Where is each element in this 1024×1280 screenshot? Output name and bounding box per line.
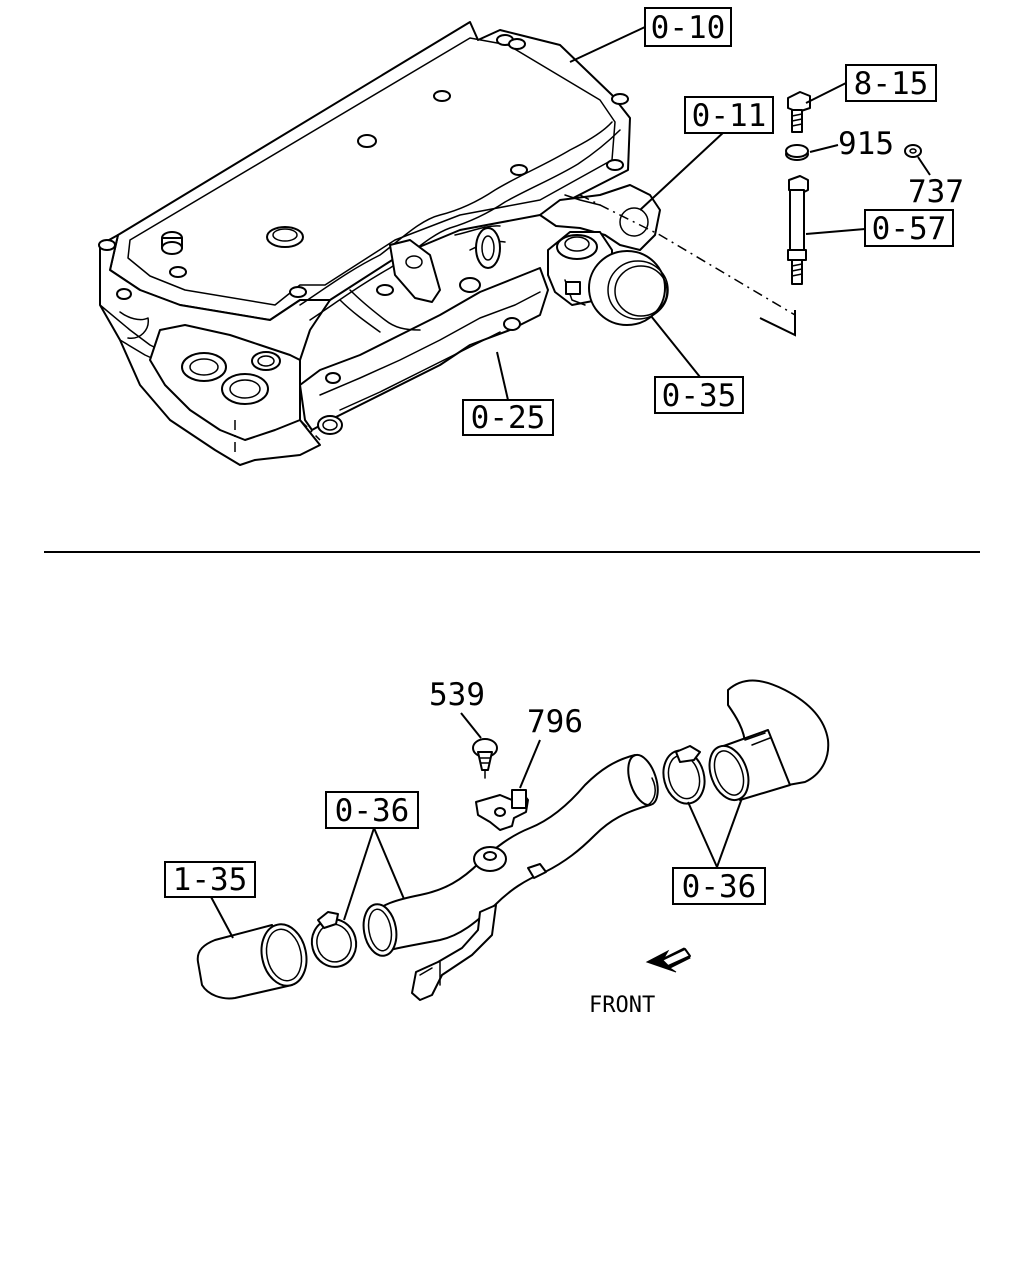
callout-0-11: 0-11 — [684, 96, 774, 134]
callout-0-57: 0-57 — [864, 209, 954, 247]
callout-8-15: 8-15 — [845, 64, 937, 102]
callout-796: 796 — [527, 704, 583, 740]
screw-539 — [472, 738, 498, 779]
svg-text:0-10: 0-10 — [651, 10, 726, 46]
callout-0-36-right: 0-36 — [672, 867, 766, 905]
sensor-796 — [475, 789, 529, 831]
front-arrow — [645, 947, 691, 973]
engine-head-assembly — [98, 21, 796, 466]
upper-leaders — [496, 26, 931, 401]
svg-text:0-35: 0-35 — [662, 378, 737, 414]
intake-pipe-assembly — [196, 679, 830, 1001]
svg-text:0-36: 0-36 — [682, 869, 757, 905]
throttle-body — [547, 231, 669, 326]
front-label: FRONT — [589, 993, 655, 1018]
callout-0-10: 0-10 — [644, 7, 732, 47]
cover-bosses — [98, 34, 629, 298]
callout-1-35: 1-35 — [164, 861, 256, 898]
hose-right — [708, 679, 830, 802]
clamp-left — [310, 911, 358, 968]
lower-leaders — [209, 712, 743, 939]
clamp-right — [662, 745, 706, 805]
svg-text:0-11: 0-11 — [692, 98, 767, 134]
callout-737: 737 — [908, 174, 964, 210]
svg-text:0-57: 0-57 — [872, 211, 947, 247]
svg-text:0-36: 0-36 — [335, 793, 410, 829]
svg-text:1-35: 1-35 — [173, 862, 248, 898]
bolt-stack — [785, 91, 922, 285]
callout-539: 539 — [429, 677, 485, 713]
callout-0-35: 0-35 — [654, 376, 744, 414]
hose-left — [196, 923, 308, 1000]
svg-text:0-25: 0-25 — [471, 400, 546, 436]
callout-915: 915 — [838, 126, 894, 162]
callout-0-36-upper: 0-36 — [325, 791, 419, 829]
callout-0-25: 0-25 — [462, 399, 554, 436]
svg-text:8-15: 8-15 — [854, 66, 929, 102]
